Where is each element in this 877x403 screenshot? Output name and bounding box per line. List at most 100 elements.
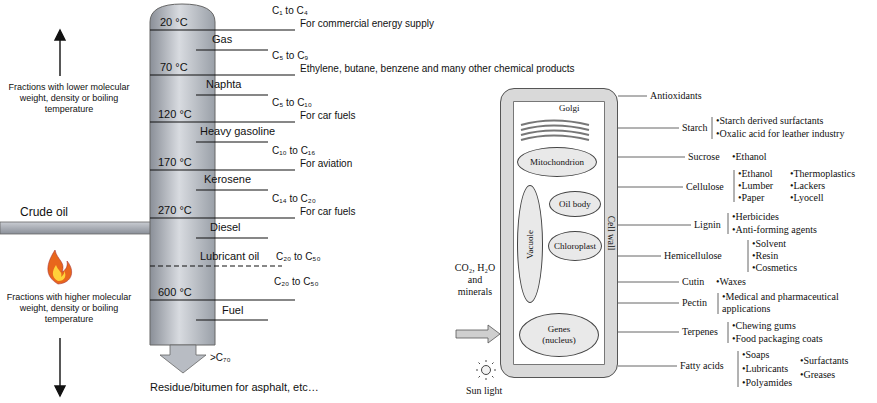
fraction-shelves [150,265,282,266]
leader-lines [618,225,691,226]
fraction-label: 600 °C [158,286,192,299]
fraction-label: 120 °C [158,108,192,121]
product-label: CO₂, H₂O and minerals [450,262,500,298]
direction-arrows [55,386,65,396]
sun-icon [486,360,487,362]
fraction-shelves [196,141,268,142]
fraction-label: For aviation [300,158,352,170]
golgi-cisterna [521,126,589,131]
fraction-shelves [196,319,268,320]
product-label: •Cosmetics [752,262,797,274]
organelle-label: Golgi [559,103,580,114]
product-label: Sucrose [688,151,720,163]
golgi-apparatus: Golgi [517,103,597,143]
fraction-shelves [150,29,295,30]
fraction-shelves [196,237,268,238]
product-label: Cutin [682,276,704,288]
leader-lines [618,332,679,333]
fraction-label: C₁ to C₄ [272,5,308,17]
product-label: •Soaps [742,349,769,361]
product-label: •Ethanol [732,151,767,163]
bullet-brackets [734,170,735,202]
fraction-label: Residue/bitumen for asphalt, etc… [150,381,319,394]
golgi-cisterna [521,136,589,141]
flame-icon [48,250,72,284]
fraction-label: C₅ to C₁₀ [272,97,312,109]
flame-icon [53,265,65,281]
product-label: •Lumber [738,180,773,192]
fraction-label: For car fuels [300,206,356,218]
bullet-brackets [728,322,729,343]
sun-icon [486,378,487,380]
fraction-label: Fuel [222,304,243,317]
product-label: •Waxes [716,276,746,288]
product-label: •Lyocell [790,192,824,204]
fraction-label: C₅ to C₉ [272,50,308,62]
organelle-label: Mitochondrion [530,157,584,168]
bullet-brackets [728,213,729,234]
fraction-label: Fractions with higher molecular weight, … [4,292,134,324]
organelle-label: Oil body [559,199,591,210]
crude-oil-pipe [0,222,152,234]
leader-lines [618,256,661,257]
chloroplast-organelle: Chloroplast [548,231,602,261]
bullet-brackets [738,351,739,387]
fraction-shelves [150,169,295,170]
residue-arrow [160,345,206,373]
leader-lines [618,366,677,367]
product-label: •Greases [800,369,835,381]
product-label: •Lackers [790,180,825,192]
fraction-shelves [150,121,295,122]
fraction-label: 20 °C [160,16,188,29]
product-label: Starch [682,122,708,134]
product-label: Antioxidants [650,90,702,102]
product-label: Lignin [694,219,721,231]
product-label: •Polyamides [742,377,792,389]
fraction-label: For car fuels [300,110,356,122]
fraction-shelves [150,30,295,320]
product-label: •Herbicides [732,211,779,223]
sun-icon [479,363,481,365]
sun-icon [476,370,478,371]
fraction-label: >C₇₀ [210,352,231,364]
product-label: •Solvent [752,238,786,250]
fraction-label: Diesel [210,221,241,234]
organelle-label: Genes (nucleus) [531,324,587,346]
fraction-label: C₂₀ to C₅₀ [276,251,321,263]
fraction-shelves [196,189,268,190]
fraction-label: 70 °C [160,61,188,74]
fraction-label: Kerosene [204,173,251,186]
input-arrow [456,325,500,343]
leader-lines [618,303,679,304]
product-label: Fatty acids [680,360,724,372]
sun-icon [476,360,496,380]
fraction-label: Ethylene, butane, benzene and many other… [300,63,575,75]
vacuole-organelle: Vacuole [517,185,543,303]
golgi-stack [517,103,597,143]
fraction-label: Lubricant oil [200,250,259,263]
crude-oil-pipe [0,222,152,234]
sun-icon [482,366,491,375]
fraction-label: Fractions with lower molecular weight, d… [4,82,134,114]
fraction-label: 270 °C [158,204,192,217]
organelle-label: Chloroplast [554,241,596,252]
sun-icon [479,376,481,378]
product-label: Pectin [682,297,707,309]
fraction-label: Naphta [206,78,241,91]
nucleus-organelle: Genes (nucleus) [519,313,599,357]
plant-cell: GolgiMitochondrionVacuole Oil bodyChlorop… [500,88,618,378]
fraction-label: Crude oil [20,205,68,219]
direction-arrows [59,338,60,388]
fraction-label: For commercial energy supply [300,18,434,30]
fraction-label: C₁₄ to C₂₀ [272,193,316,205]
bullet-brackets [712,117,713,139]
product-label: •Lubricants [742,363,788,375]
leader-lines [618,157,685,158]
product-label: Terpenes [682,326,718,338]
fraction-label: C₂₀ to C₅₀ [274,276,319,288]
fraction-shelves [196,94,268,95]
residue-arrow [160,345,206,373]
leader-lines [618,128,679,129]
leader-lines [618,282,679,283]
direction-arrows [59,38,60,76]
